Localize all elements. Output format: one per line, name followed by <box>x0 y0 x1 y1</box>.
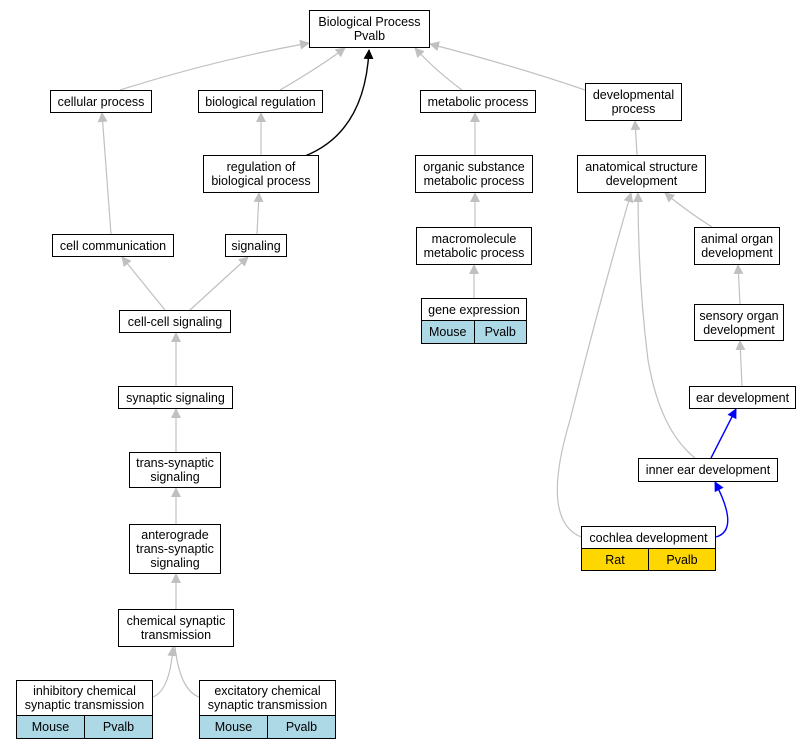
node-label: anterograde trans-synaptic signaling <box>136 528 214 570</box>
edge-metabolic-process-to-root <box>414 47 463 91</box>
edge-inner-ear-to-ear <box>710 408 737 459</box>
node-inhibitory-chemical-synaptic-transmission[interactable]: inhibitory chemical synaptic transmissio… <box>16 680 153 716</box>
node-animal-organ-development[interactable]: animal organ development <box>694 227 780 265</box>
edge-cochlea-to-anatomical <box>556 192 634 538</box>
node-label: developmental process <box>592 88 675 116</box>
node-signaling[interactable]: signaling <box>225 234 287 257</box>
node-metabolic-process[interactable]: metabolic process <box>420 90 536 113</box>
node-label: chemical synaptic transmission <box>126 614 226 642</box>
edge-signaling-to-regulation <box>253 192 264 235</box>
node-label: anatomical structure development <box>585 160 698 188</box>
node-label: biological regulation <box>205 94 316 109</box>
node-label: excitatory chemical synaptic transmissio… <box>207 684 328 712</box>
species-cell: Mouse <box>428 325 467 339</box>
node-label: animal organ development <box>700 232 774 260</box>
node-cell-cell-signaling[interactable]: cell-cell signaling <box>119 310 231 333</box>
annotation-inhibitory-chemical-synaptic-transmission: Mouse Pvalb <box>16 715 153 739</box>
gene-cell: Pvalb <box>648 549 715 570</box>
node-biological-process-root[interactable]: Biological Process Pvalb <box>309 10 430 48</box>
edge-excitatory-to-chemical <box>174 646 200 698</box>
edge-cell-cell-signaling-to-signaling <box>189 256 249 311</box>
node-synaptic-signaling[interactable]: synaptic signaling <box>118 386 233 409</box>
node-label: gene expression <box>428 302 520 317</box>
node-anterograde-trans-synaptic-signaling[interactable]: anterograde trans-synaptic signaling <box>129 524 221 574</box>
edge-cell-cell-signaling-to-cell-communication <box>121 256 166 311</box>
node-label: inner ear development <box>645 463 771 477</box>
node-regulation-of-biological-process[interactable]: regulation of biological process <box>203 155 319 193</box>
node-label: organic substance metabolic process <box>423 160 525 188</box>
node-sensory-organ-development[interactable]: sensory organ development <box>694 304 784 341</box>
edge-inhibitory-to-chemical <box>152 646 178 698</box>
node-developmental-process[interactable]: developmental process <box>585 83 682 121</box>
node-label: cellular process <box>57 94 145 109</box>
node-biological-regulation[interactable]: biological regulation <box>198 90 323 113</box>
species-cell: Rat <box>605 552 625 567</box>
node-anatomical-structure-development[interactable]: anatomical structure development <box>577 155 706 193</box>
edge-cellular-process-to-root <box>119 39 310 91</box>
edge-cochlea-to-inner-ear <box>714 481 729 538</box>
node-label: cochlea development <box>589 530 708 545</box>
node-cochlea-development[interactable]: cochlea development <box>581 526 716 549</box>
node-label: metabolic process <box>427 94 529 109</box>
edge-developmental-process-to-root <box>429 41 586 91</box>
node-label: sensory organ development <box>699 308 779 337</box>
edge-ear-to-sensory <box>735 340 746 387</box>
species-cell: Mouse <box>214 720 253 734</box>
edge-anatomical-to-developmental <box>630 120 641 156</box>
node-label: Biological Process Pvalb <box>318 15 421 43</box>
node-organic-substance-metabolic-process[interactable]: organic substance metabolic process <box>415 155 533 193</box>
node-cellular-process[interactable]: cellular process <box>50 90 152 113</box>
node-macromolecule-metabolic-process[interactable]: macromolecule metabolic process <box>416 227 532 265</box>
node-excitatory-chemical-synaptic-transmission[interactable]: excitatory chemical synaptic transmissio… <box>199 680 336 716</box>
node-gene-expression[interactable]: gene expression <box>421 298 527 321</box>
node-label: ear development <box>695 390 790 405</box>
annotation-excitatory-chemical-synaptic-transmission: Mouse Pvalb <box>199 715 336 739</box>
gene-cell: Pvalb <box>84 716 152 738</box>
node-label: cell communication <box>59 238 167 253</box>
edge-sensory-to-animal-organ <box>733 264 744 305</box>
node-label: macromolecule metabolic process <box>423 232 525 260</box>
edge-cell-communication-to-cellular-process <box>97 112 112 235</box>
edge-inner-ear-to-anatomical <box>633 192 696 459</box>
annotation-gene-expression: Mouse Pvalb <box>421 320 527 344</box>
node-ear-development[interactable]: ear development <box>689 386 796 409</box>
node-label: synaptic signaling <box>126 390 225 405</box>
gene-cell: Pvalb <box>267 716 335 738</box>
species-cell: Mouse <box>31 720 70 734</box>
node-label: regulation of biological process <box>211 160 311 188</box>
node-label: signaling <box>231 238 281 253</box>
edge-biological-regulation-to-root <box>279 47 346 91</box>
node-cell-communication[interactable]: cell communication <box>52 234 174 257</box>
gene-cell: Pvalb <box>473 321 527 343</box>
node-label: inhibitory chemical synaptic transmissio… <box>24 684 145 712</box>
node-trans-synaptic-signaling[interactable]: trans-synaptic signaling <box>129 452 221 488</box>
annotation-cochlea-development: Rat Pvalb <box>581 548 716 571</box>
node-label: cell-cell signaling <box>127 314 223 329</box>
edge-regulation-to-root <box>304 49 374 157</box>
node-chemical-synaptic-transmission[interactable]: chemical synaptic transmission <box>118 609 234 647</box>
node-inner-ear-development[interactable]: inner ear development <box>638 458 778 482</box>
edge-animal-organ-to-anatomical <box>664 192 713 228</box>
node-label: trans-synaptic signaling <box>136 456 214 484</box>
